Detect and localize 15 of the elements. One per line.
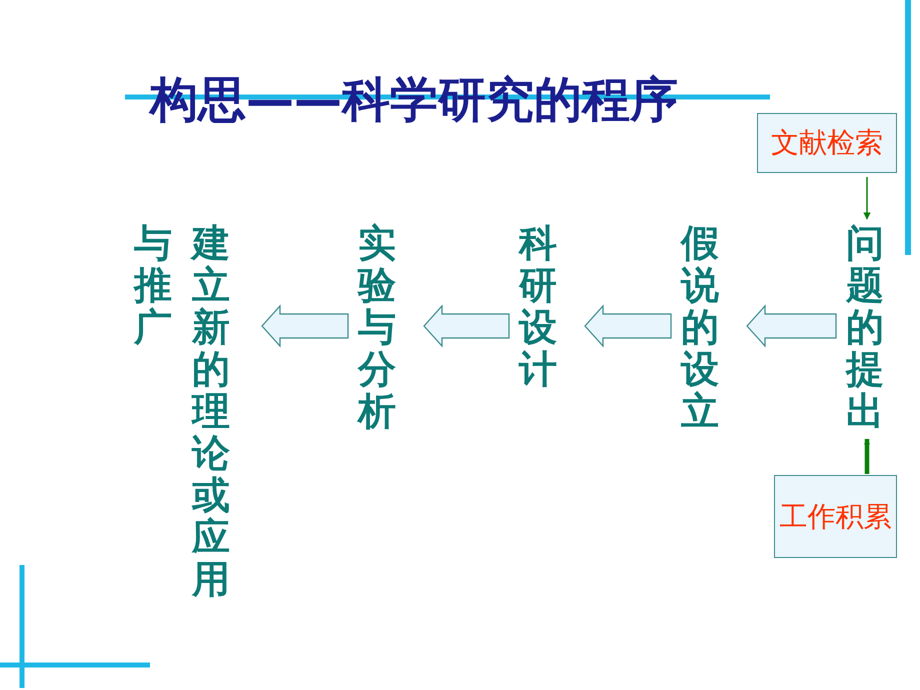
step-label: 假说的设立	[679, 222, 720, 435]
box-label: 文献检索	[771, 125, 883, 161]
step-label: 建立新的理论或应用与推广	[132, 222, 231, 603]
process-box	[774, 475, 897, 558]
block-arrow	[746, 304, 837, 348]
box-label: 工作积累	[780, 498, 892, 534]
step-label: 问题的提出	[844, 222, 885, 435]
process-box	[757, 113, 897, 173]
block-arrow	[423, 304, 510, 348]
step-label: 实验与分析	[356, 222, 397, 435]
step-label: 科研设计	[517, 222, 558, 393]
block-arrow	[584, 304, 672, 348]
block-arrow	[261, 304, 349, 348]
arrow	[864, 438, 870, 474]
arrow	[863, 177, 871, 220]
